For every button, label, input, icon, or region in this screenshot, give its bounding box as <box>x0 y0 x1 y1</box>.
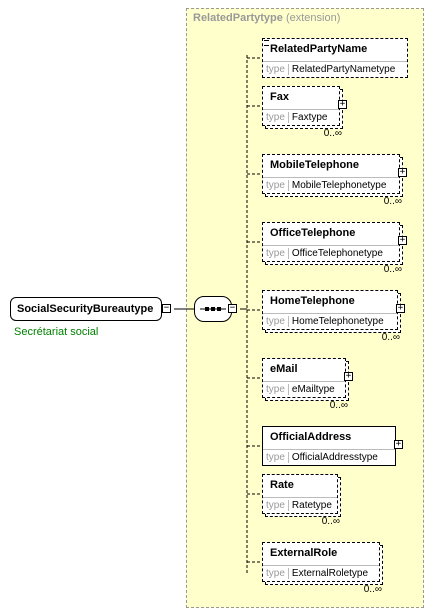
element-type-name: ExternalRoletype <box>291 568 369 579</box>
element-cardinality: 0..∞ <box>383 196 402 207</box>
root-complex-type[interactable]: SocialSecurityBureautype <box>10 297 162 321</box>
element-name: Rate <box>270 479 294 491</box>
element-name: ExternalRole <box>270 547 338 559</box>
element-name: OfficialAddress <box>270 431 352 443</box>
root-documentation: Secrétariat social <box>14 326 99 338</box>
element-name: OfficeTelephone <box>270 227 356 239</box>
type-keyword: type <box>263 112 289 123</box>
element-type-name: OfficeTelephonetype <box>291 248 383 259</box>
expand-icon[interactable]: + <box>398 167 407 177</box>
element-name: eMail <box>270 363 298 375</box>
expand-icon[interactable]: + <box>344 371 353 381</box>
element-type-name: eMailtype <box>291 384 335 395</box>
element-type-name: HomeTelephonetype <box>291 316 384 327</box>
sequence-compositor[interactable] <box>194 296 232 322</box>
extension-type-name: RelatedPartytype <box>193 12 283 24</box>
expand-icon[interactable]: + <box>396 303 405 313</box>
extension-title: RelatedPartytype (extension) <box>193 12 340 24</box>
type-keyword: type <box>263 384 289 395</box>
element-name: MobileTelephone <box>270 159 360 171</box>
expand-icon[interactable]: + <box>338 99 347 109</box>
element-type-name: MobileTelephonetype <box>291 180 387 191</box>
element-cardinality: 0..∞ <box>381 332 400 343</box>
sequence-icon <box>200 307 226 311</box>
type-keyword: type <box>263 248 289 259</box>
root-collapse-icon[interactable]: − <box>162 303 171 313</box>
element-name: HomeTelephone <box>270 295 355 307</box>
branch-connectors <box>247 57 262 563</box>
element-cardinality: 0..∞ <box>383 264 402 275</box>
expand-icon[interactable]: + <box>394 439 403 449</box>
root-type-name: SocialSecurityBureautype <box>17 303 154 315</box>
type-keyword: type <box>263 316 289 327</box>
type-keyword: type <box>263 500 289 511</box>
element-cardinality: 0..∞ <box>321 516 340 527</box>
attribute-marker-icon <box>264 40 269 46</box>
element-type-name: RelatedPartyNametype <box>291 64 396 75</box>
type-keyword: type <box>263 64 289 75</box>
element-type-name: OfficialAddresstype <box>291 452 378 463</box>
type-keyword: type <box>263 180 289 191</box>
type-keyword: type <box>263 452 289 463</box>
element-name: RelatedPartyName <box>270 43 368 55</box>
element-name: Fax <box>270 91 289 103</box>
element-type-name: Ratetype <box>291 500 332 511</box>
element-cardinality: 0..∞ <box>363 584 382 595</box>
element-type-name: Faxtype <box>291 112 328 123</box>
element-cardinality: 0..∞ <box>323 128 342 139</box>
type-keyword: type <box>263 568 289 579</box>
expand-icon[interactable]: + <box>398 235 407 245</box>
extension-label: (extension) <box>285 12 341 24</box>
element-cardinality: 0..∞ <box>329 400 348 411</box>
sequence-collapse-icon[interactable]: − <box>228 303 237 313</box>
